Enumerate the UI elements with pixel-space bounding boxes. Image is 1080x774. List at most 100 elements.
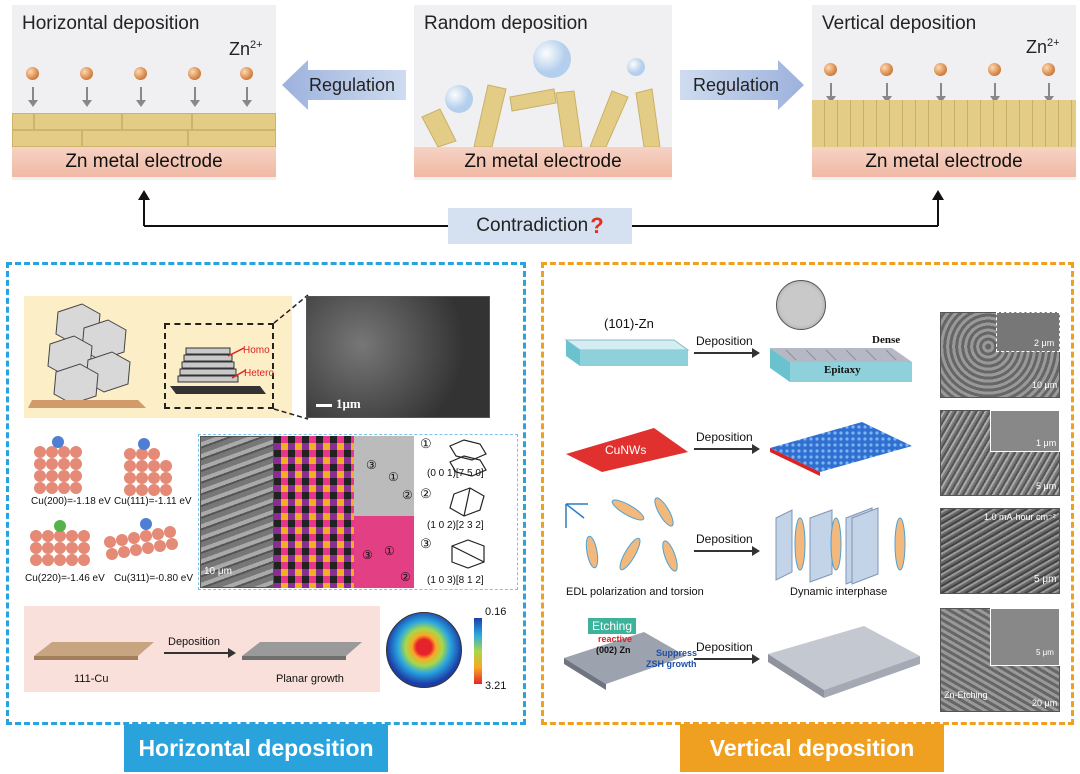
scale-label: 10 μm bbox=[204, 566, 232, 577]
scale-label: 5 μm bbox=[1036, 648, 1054, 657]
orientation-2: (1 0 2)[2 3 2] bbox=[427, 520, 484, 531]
contradiction-bracket bbox=[138, 190, 944, 227]
deposition-label: Deposition bbox=[696, 334, 753, 348]
deposition-arrow bbox=[164, 648, 236, 658]
zn-ion bbox=[188, 67, 201, 80]
zn101-label: (101)-Zn bbox=[604, 316, 654, 331]
scale-label: 5 μm bbox=[1036, 481, 1057, 491]
zn-layer-brick bbox=[12, 113, 34, 130]
vertical-panel-title: Vertical deposition bbox=[822, 13, 977, 34]
stack-zoom-box bbox=[164, 323, 274, 409]
vertical-deposition-box bbox=[541, 262, 1074, 725]
deposition-arrow bbox=[694, 348, 760, 358]
vertical-deposition-panel: Vertical deposition Zn2+ Zn metal electr… bbox=[812, 5, 1076, 180]
random-panel-title: Random deposition bbox=[424, 13, 588, 34]
ebsd-grain-map bbox=[354, 516, 414, 588]
horizontal-deposition-panel: Horizontal deposition Zn2+ Zn metal elec… bbox=[12, 5, 276, 180]
zn-metal-electrode: Zn metal electrode bbox=[812, 147, 1076, 177]
left-arrow-icon bbox=[282, 60, 406, 110]
regulation-label: Regulation bbox=[308, 74, 396, 95]
random-deposition-panel: Random deposition Zn metal electrode bbox=[414, 5, 672, 180]
zn-ion bbox=[1042, 63, 1055, 76]
zn-layer-brick bbox=[188, 130, 276, 147]
grain-label-2: ② bbox=[400, 570, 411, 584]
sem-image-dynamic bbox=[940, 508, 1060, 594]
cu220-energy: Cu(220)=-1.46 eV bbox=[25, 573, 105, 584]
sem-inset bbox=[990, 608, 1060, 666]
orientation-3: (1 0 3)[8 1 2] bbox=[427, 575, 484, 586]
layered-stack-illustration bbox=[170, 347, 266, 394]
random-dendrite-illustration bbox=[421, 40, 661, 147]
down-arrow-icon bbox=[136, 87, 146, 107]
down-arrow-icon bbox=[242, 87, 252, 107]
zn-ion bbox=[934, 63, 947, 76]
grain-label-1: ① bbox=[384, 544, 395, 558]
sem-grain-image bbox=[354, 436, 414, 516]
zn-ion bbox=[26, 67, 39, 80]
zn-layer-brick bbox=[34, 113, 122, 130]
planar-growth-illustration bbox=[34, 642, 362, 660]
sem-image-cross-section bbox=[200, 436, 274, 588]
grain-label-3: ③ bbox=[362, 548, 373, 562]
homo-label: Homo bbox=[243, 345, 270, 356]
zn-metal-electrode: Zn metal electrode bbox=[12, 147, 276, 177]
ebsd-frame bbox=[198, 434, 518, 590]
cu-facet-models bbox=[30, 436, 178, 566]
ebsd-map bbox=[274, 436, 354, 588]
scale-label: 1μm bbox=[336, 396, 361, 411]
dynamic-interphase-label: Dynamic interphase bbox=[790, 586, 888, 598]
orientation-2-marker: ② bbox=[420, 486, 432, 501]
down-arrow-icon bbox=[28, 87, 38, 107]
etching-tag: Etching bbox=[588, 618, 637, 634]
zn-ion-label: Zn2+ bbox=[1026, 37, 1060, 57]
down-arrow-icon bbox=[82, 87, 92, 107]
cu111-energy: Cu(111)=-1.11 eV bbox=[114, 496, 192, 507]
etched-zn-substrate bbox=[564, 632, 686, 690]
dense-label: Dense bbox=[872, 334, 901, 346]
cu311-energy: Cu(311)=-0.80 eV bbox=[114, 573, 194, 584]
zsh-growth-label: ZSH growth bbox=[646, 659, 697, 669]
magnified-circle bbox=[776, 280, 826, 330]
down-arrow-icon bbox=[936, 83, 946, 103]
orientation-1: (0 0 1)[7 5 0] bbox=[427, 468, 484, 479]
deposition-label: Deposition bbox=[168, 636, 220, 648]
scale-label: 5 μm bbox=[1034, 574, 1057, 585]
cunws-substrate bbox=[566, 428, 688, 472]
zoom-lines bbox=[273, 294, 309, 420]
sem-inset bbox=[996, 312, 1060, 352]
down-arrow-icon bbox=[882, 83, 892, 103]
grain-label-3: ③ bbox=[366, 458, 377, 472]
sem-inset bbox=[990, 410, 1060, 452]
orientation-3-marker: ③ bbox=[420, 536, 432, 551]
grain-label-2: ② bbox=[402, 488, 413, 502]
colorbar-min: 3.21 bbox=[485, 680, 507, 692]
reactive-label: reactive bbox=[598, 634, 633, 644]
regulation-arrow-left: Regulation bbox=[282, 60, 406, 110]
scale-label: 2 μm bbox=[1034, 338, 1055, 348]
current-density-label: 1.0 mA·hour cm⁻² bbox=[984, 512, 1056, 522]
down-arrow-icon bbox=[990, 83, 1000, 103]
scale-label: 1 μm bbox=[1036, 438, 1057, 448]
deposition-arrow bbox=[694, 444, 760, 454]
planar-growth-label: Planar growth bbox=[276, 673, 344, 685]
regulation-arrow-right: Regulation bbox=[680, 60, 804, 110]
zn-etching-label: Zn-Etching bbox=[944, 690, 988, 700]
zn-layer-brick bbox=[122, 113, 192, 130]
scale-label: 20 μm bbox=[1032, 698, 1058, 708]
deposition-label: Deposition bbox=[696, 640, 753, 654]
suppress-label: Suppress bbox=[656, 648, 698, 658]
right-arrow-icon bbox=[680, 60, 804, 110]
sem-image-hexagonal bbox=[306, 296, 490, 418]
horizontal-deposition-box bbox=[6, 262, 526, 725]
zn101-substrate bbox=[564, 339, 690, 366]
zn-ion bbox=[80, 67, 93, 80]
hexagon-stack-illustration bbox=[28, 303, 146, 408]
zn-layer-brick bbox=[192, 113, 276, 130]
zn-ion bbox=[134, 67, 147, 80]
deposition-label: Deposition bbox=[696, 532, 753, 546]
colorbar bbox=[474, 618, 482, 684]
epitaxy-label: Epitaxy bbox=[824, 364, 861, 376]
scale-bar bbox=[316, 404, 332, 407]
scale-label: 10 μm bbox=[1032, 380, 1058, 390]
colorbar-max: 0.16 bbox=[485, 606, 507, 618]
